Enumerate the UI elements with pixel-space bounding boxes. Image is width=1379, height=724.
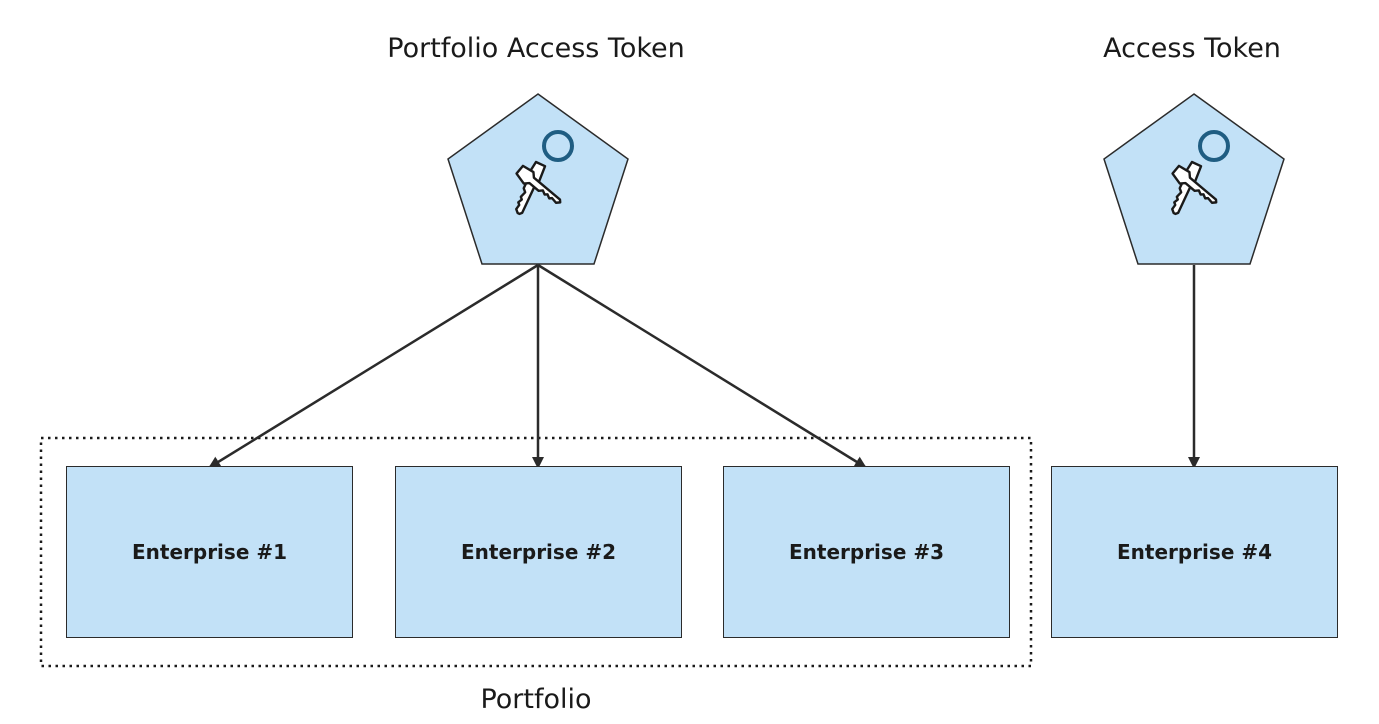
enterprise-4-label: Enterprise #4 <box>1116 540 1273 564</box>
portfolio-label: Portfolio <box>480 684 592 715</box>
enterprise-3-label: Enterprise #3 <box>788 540 945 564</box>
enterprise-3-box: Enterprise #3 <box>723 466 1010 638</box>
connector-portfolio-to-enterprise-3 <box>537 263 867 469</box>
enterprise-1-label: Enterprise #1 <box>131 540 288 564</box>
portfolio-access-token-label: Portfolio Access Token <box>387 33 685 64</box>
keys-icon <box>515 130 574 216</box>
access-token-label: Access Token <box>1103 33 1281 64</box>
enterprise-1-box: Enterprise #1 <box>66 466 353 638</box>
enterprise-4-box: Enterprise #4 <box>1051 466 1338 638</box>
connector-portfolio-to-enterprise-1 <box>208 263 539 469</box>
keys-icon <box>1171 130 1230 216</box>
enterprise-2-box: Enterprise #2 <box>395 466 682 638</box>
portfolio-access-token-node <box>447 93 629 265</box>
access-token-node <box>1103 93 1285 265</box>
enterprise-2-label: Enterprise #2 <box>460 540 617 564</box>
